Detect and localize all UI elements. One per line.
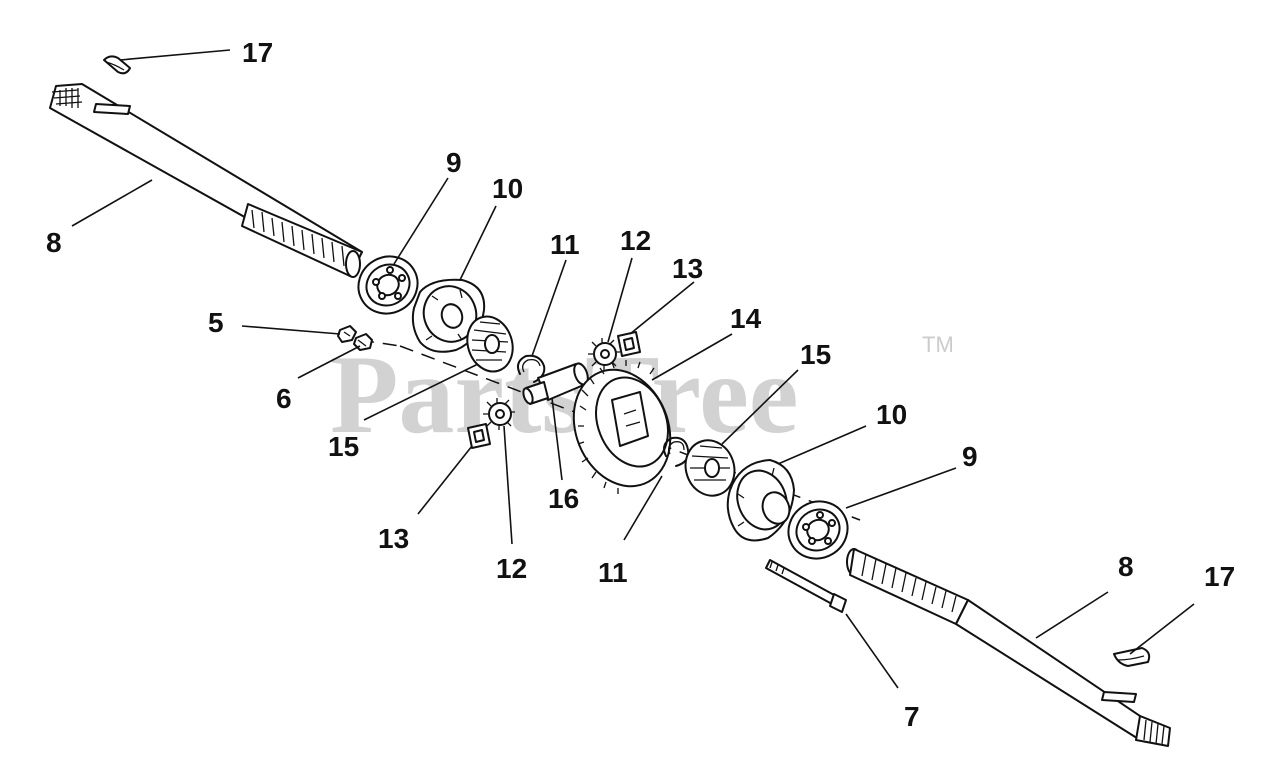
axle-left — [49, 83, 363, 278]
leader-12b — [503, 425, 513, 545]
key-17-lower — [1113, 647, 1151, 667]
leader-5 — [241, 325, 341, 335]
pinion-gear-12-upper — [588, 338, 620, 370]
trademark-mark: TM — [922, 332, 954, 357]
leader-13a — [629, 281, 695, 335]
callout-17-lower: 17 — [1204, 561, 1235, 592]
bearing-9-left — [357, 255, 419, 315]
leader-8a — [71, 179, 153, 227]
housing-10-right — [726, 459, 795, 542]
leader-17b — [1129, 603, 1195, 655]
callout-15-lower: 15 — [328, 431, 359, 462]
leader-13b — [417, 445, 473, 515]
bolt-7 — [765, 559, 847, 613]
leader-6 — [297, 345, 361, 379]
callout-10-upper: 10 — [492, 173, 523, 204]
callout-14: 14 — [730, 303, 762, 334]
leader-10b — [777, 425, 867, 465]
leader-11b — [623, 475, 663, 541]
bearing-9-right — [787, 500, 849, 560]
callout-5: 5 — [208, 307, 224, 338]
partstree-watermark: PartsTree — [330, 333, 799, 457]
ring-gear-14 — [572, 360, 672, 494]
callout-8-lower: 8 — [1118, 551, 1134, 582]
callout-16: 16 — [548, 483, 579, 514]
callout-9-lower: 9 — [962, 441, 978, 472]
leader-17a — [119, 49, 231, 61]
callout-13-upper: 13 — [672, 253, 703, 284]
leader-9a — [393, 177, 449, 265]
callout-12-upper: 12 — [620, 225, 651, 256]
bevel-gear-15-right — [684, 439, 736, 497]
leader-9b — [845, 467, 957, 509]
leader-7 — [845, 613, 899, 689]
spacer-block-13-lower — [467, 423, 491, 449]
callout-7: 7 — [904, 701, 920, 732]
callout-13-lower: 13 — [378, 523, 409, 554]
leader-10a — [459, 205, 497, 281]
retaining-ring-11-upper — [517, 354, 546, 383]
spacer-block-13-upper — [617, 331, 641, 357]
nut-5 — [337, 325, 357, 343]
leader-14 — [651, 333, 733, 381]
callout-15-upper: 15 — [800, 339, 831, 370]
callout-6: 6 — [276, 383, 292, 414]
pinion-gear-12-lower — [483, 398, 515, 430]
leader-11a — [531, 259, 567, 357]
leader-15a — [721, 369, 799, 445]
callout-8-upper: 8 — [46, 227, 62, 258]
axle-right — [846, 548, 1171, 747]
key-17-upper — [103, 55, 131, 75]
pinion-shaft-16 — [522, 362, 589, 405]
callout-9-upper: 9 — [446, 147, 462, 178]
bevel-gear-15-left — [466, 315, 514, 373]
leader-8b — [1035, 591, 1109, 639]
callout-12-lower: 12 — [496, 553, 527, 584]
leader-12a — [607, 257, 633, 343]
leader-16 — [551, 397, 563, 481]
callout-17-upper: 17 — [242, 37, 273, 68]
callout-11-lower: 11 — [598, 557, 628, 588]
housing-10-left — [411, 278, 486, 353]
leader-15b — [363, 363, 479, 421]
callout-10-lower: 10 — [876, 399, 907, 430]
callout-11-upper: 11 — [550, 229, 580, 260]
